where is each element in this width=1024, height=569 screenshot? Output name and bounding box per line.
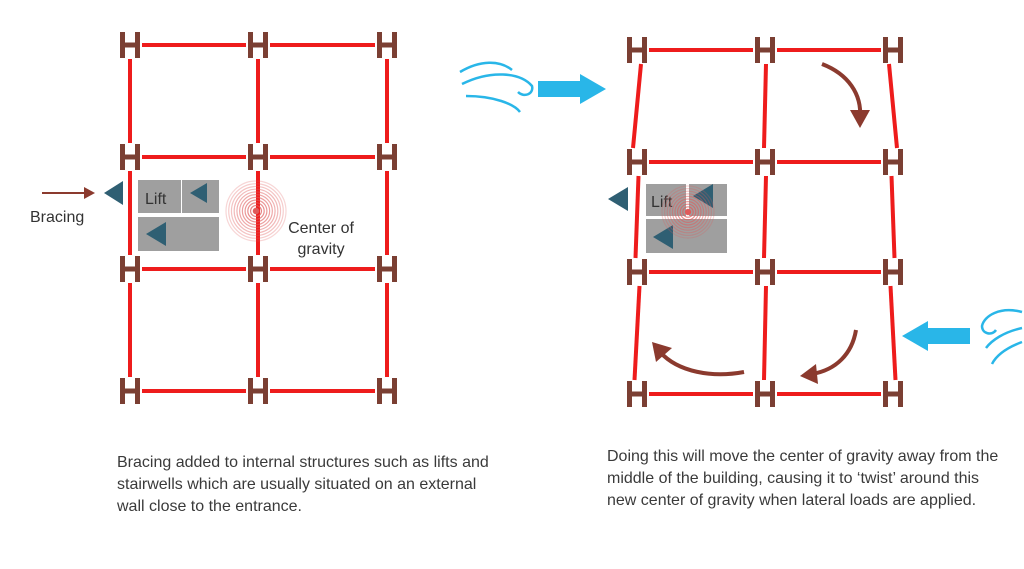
h-column-icon [120, 144, 140, 170]
right-caption: Doing this will move the center of gravi… [607, 448, 999, 509]
h-column-icon [755, 149, 775, 175]
rotation-arrow-icon [821, 62, 863, 119]
h-column-icon [883, 149, 903, 175]
h-column-icon [755, 259, 775, 285]
h-column-icon [627, 37, 647, 63]
brace-triangle-icon [190, 183, 207, 203]
frame-column-line [888, 285, 898, 381]
left-lift-core: Lift [138, 180, 219, 251]
gravity-ring [247, 202, 265, 220]
right-frame-diagram [627, 37, 903, 407]
h-column-icon [377, 32, 397, 58]
force-arrow-icon [928, 328, 970, 344]
bracing-label: Bracing [30, 209, 84, 226]
rotation-arrow-bottom-left [652, 342, 745, 377]
lift-label: Lift [651, 194, 673, 211]
h-column-icon [248, 144, 268, 170]
h-column-icon [755, 381, 775, 407]
h-column-icon [627, 149, 647, 175]
gravity-ring [661, 185, 715, 239]
frame-column-line [633, 175, 641, 259]
h-column-icon [883, 259, 903, 285]
h-column-icon [627, 259, 647, 285]
gravity-ring [679, 203, 697, 221]
h-column-icon [248, 32, 268, 58]
frame-column-line [631, 63, 643, 149]
h-column-icon [120, 256, 140, 282]
h-column-icon [120, 378, 140, 404]
wind-icon [459, 61, 534, 113]
wind-gust-top [459, 61, 606, 113]
left-bracing-annotation: Bracing [30, 181, 123, 226]
h-column-icon [755, 37, 775, 63]
rotation-arrow-head [652, 342, 672, 362]
force-arrow-head [580, 74, 606, 104]
center-of-gravity-icon [225, 180, 287, 242]
gravity-ring [239, 194, 273, 228]
h-column-icon [883, 37, 903, 63]
gravity-ring [682, 206, 694, 218]
h-column-icon [377, 256, 397, 282]
gravity-ring [241, 196, 271, 226]
gravity-ring [669, 193, 707, 231]
brace-triangle-icon [104, 181, 123, 205]
h-column-icon [883, 381, 903, 407]
frame-column-line [762, 63, 768, 149]
gravity-label-line-2: gravity [297, 241, 344, 258]
brace-triangle-icon [146, 222, 166, 246]
rotation-arrow-head [850, 110, 870, 128]
gravity-center-dot [253, 208, 259, 214]
frame-column-line [762, 175, 768, 259]
gravity-ring [244, 199, 268, 223]
wind-gust-bottom [902, 309, 1023, 365]
gravity-ring [228, 183, 284, 239]
gravity-center-dot [685, 209, 691, 215]
gravity-ring [233, 188, 279, 234]
frame-column-line [762, 285, 768, 381]
gravity-ring [230, 185, 282, 237]
force-arrow-icon [538, 81, 580, 97]
rotation-arrow-icon [811, 329, 858, 376]
brace-triangle-icon [608, 187, 628, 211]
right-frame-beams [631, 48, 899, 396]
lift-label: Lift [145, 191, 167, 208]
brace-triangle-icon [693, 184, 713, 208]
h-column-icon [377, 378, 397, 404]
lift-cell-label [646, 184, 686, 216]
rotation-arrow-icon [658, 350, 745, 377]
frame-column-line [632, 285, 642, 381]
force-arrow-head [84, 187, 95, 199]
h-column-icon [248, 378, 268, 404]
gravity-ring [666, 190, 710, 234]
force-arrow-head [902, 321, 928, 351]
gravity-ring [225, 180, 287, 242]
h-column-icon [248, 256, 268, 282]
left-caption: Bracing added to internal structures suc… [117, 454, 489, 515]
lift-cell-label [138, 180, 181, 213]
h-column-icon [120, 32, 140, 58]
gravity-ring [249, 204, 263, 218]
rotation-arrow-head [800, 364, 818, 384]
rotation-arrow-bottom-right [800, 329, 858, 384]
h-column-icon [377, 144, 397, 170]
gravity-ring [236, 191, 276, 231]
rotation-arrow-top-right [821, 62, 870, 128]
gravity-ring [671, 195, 705, 229]
gravity-ring [663, 188, 712, 237]
frame-column-line [889, 175, 897, 259]
brace-triangle-icon [653, 225, 673, 249]
center-of-gravity-icon [661, 185, 715, 239]
center-of-gravity-label: Center of gravity [288, 220, 354, 258]
h-column-icon [627, 381, 647, 407]
wind-icon [980, 309, 1023, 365]
gravity-ring [676, 201, 699, 224]
frame-column-line [887, 63, 899, 149]
gravity-label-line-1: Center of [288, 220, 354, 237]
gravity-ring [674, 198, 702, 226]
